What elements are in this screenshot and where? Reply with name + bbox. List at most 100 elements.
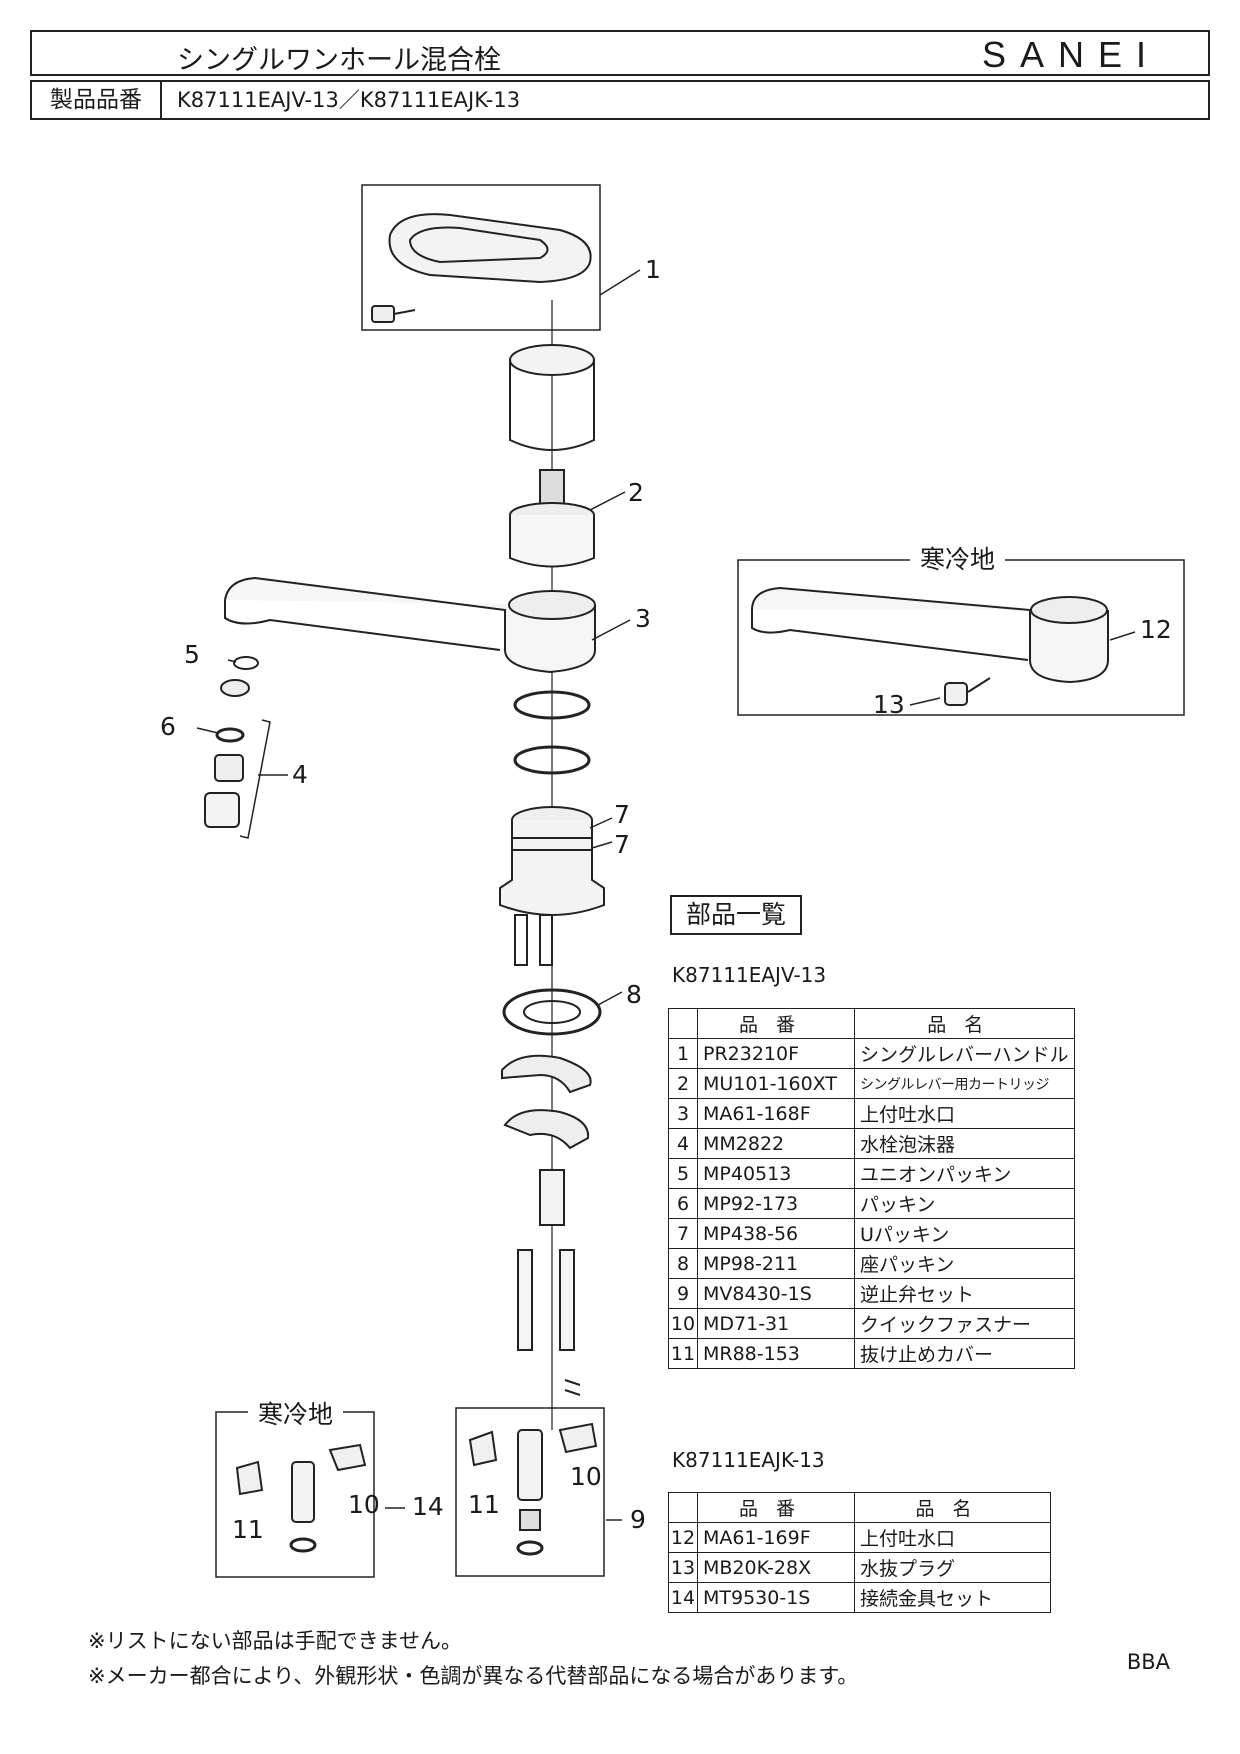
stop-cover-14 bbox=[235, 1460, 264, 1496]
row-no: 6 bbox=[668, 1188, 698, 1219]
hex-nut bbox=[539, 1169, 565, 1226]
row-no: 8 bbox=[668, 1248, 698, 1279]
row-no: 14 bbox=[668, 1582, 698, 1613]
row-code: PR23210F bbox=[697, 1038, 855, 1069]
drain-plug-thread bbox=[967, 677, 991, 693]
row-no: 1 bbox=[668, 1038, 698, 1069]
row-no: 9 bbox=[668, 1278, 698, 1309]
model-1-label: K87111EAJV-13 bbox=[672, 963, 827, 987]
leader-8 bbox=[597, 991, 623, 1006]
leader-2 bbox=[589, 491, 626, 511]
row-name: 水栓泡沫器 bbox=[854, 1128, 1075, 1159]
row-no: 7 bbox=[668, 1218, 698, 1249]
spout-top-ring bbox=[508, 590, 596, 620]
row-code: MM2822 bbox=[697, 1128, 855, 1159]
fastener-9 bbox=[558, 1422, 598, 1454]
product-number-bar: 製品品番 K87111EAJV-13／K87111EAJK-13 bbox=[30, 80, 1210, 120]
valve-body bbox=[499, 820, 605, 916]
callout-4: 4 bbox=[292, 760, 308, 789]
handle-cap-top bbox=[509, 344, 595, 376]
callout-2: 2 bbox=[628, 478, 644, 507]
leader-1 bbox=[599, 269, 641, 296]
hose-a-lower bbox=[517, 1249, 533, 1351]
handle-screw bbox=[371, 305, 395, 323]
row-name: 座パッキン bbox=[854, 1248, 1075, 1279]
row-name: 上付吐水口 bbox=[854, 1098, 1075, 1129]
note-1: ※リストにない部品は手配できません。 bbox=[88, 1629, 462, 1653]
washer-9 bbox=[516, 1540, 544, 1556]
spout-12-ring bbox=[1030, 596, 1108, 624]
row-name: シングルレバーハンドル bbox=[854, 1038, 1075, 1069]
row-code: MR88-153 bbox=[697, 1338, 855, 1369]
connector-14 bbox=[291, 1461, 315, 1523]
parts-list-title: 部品一覧 bbox=[670, 895, 802, 935]
row-name: 接続金具セット bbox=[854, 1582, 1051, 1613]
row-code: MU101-160XT bbox=[697, 1068, 855, 1099]
handle-lever-inner bbox=[408, 226, 549, 264]
row-code: MT9530-1S bbox=[697, 1582, 855, 1613]
leader-6 bbox=[196, 727, 219, 734]
spout-12-body bbox=[751, 586, 1109, 684]
handle-screw-thread bbox=[393, 309, 416, 315]
row-code: MB20K-28X bbox=[697, 1552, 855, 1583]
leader-5 bbox=[227, 659, 237, 663]
leader-3 bbox=[591, 619, 631, 641]
product-number-value: K87111EAJV-13／K87111EAJK-13 bbox=[177, 88, 521, 112]
cold-region-label-left: 寒冷地 bbox=[248, 1395, 344, 1431]
check-valve bbox=[519, 1509, 541, 1531]
horseshoe-plate bbox=[503, 1109, 590, 1150]
title-bar: シングルワンホール混合栓 SANEI bbox=[30, 30, 1210, 76]
ring-upper bbox=[513, 690, 591, 720]
row-code: MP438-56 bbox=[697, 1218, 855, 1249]
row-name: クイックファスナー bbox=[854, 1308, 1075, 1339]
callout-5: 5 bbox=[184, 640, 200, 669]
row-name: 水抜プラグ bbox=[854, 1552, 1051, 1583]
callout-3: 3 bbox=[635, 604, 651, 633]
document-title: シングルワンホール混合栓 bbox=[177, 45, 501, 76]
cartridge-stem bbox=[539, 469, 565, 507]
hose-b-lower bbox=[559, 1249, 575, 1351]
row-no: 3 bbox=[668, 1098, 698, 1129]
callout-8: 8 bbox=[626, 980, 642, 1009]
washer-14 bbox=[289, 1537, 317, 1553]
row-name: パッキン bbox=[854, 1188, 1075, 1219]
handle-cap-body bbox=[509, 360, 595, 451]
row-no: 5 bbox=[668, 1158, 698, 1189]
seat-packing-outer bbox=[502, 988, 602, 1036]
row-code: MA61-169F bbox=[697, 1522, 855, 1553]
fastener-14 bbox=[328, 1443, 367, 1472]
row-code: MP40513 bbox=[697, 1158, 855, 1189]
callout-10-check: 10 bbox=[570, 1462, 602, 1491]
row-no: 13 bbox=[668, 1552, 698, 1583]
spout-body bbox=[224, 576, 596, 674]
row-code: MP92-173 bbox=[697, 1188, 855, 1219]
handle-lever bbox=[388, 213, 592, 284]
handle-box bbox=[361, 184, 601, 331]
brand-logo: SANEI bbox=[981, 34, 1160, 75]
break-mark-2 bbox=[564, 1389, 581, 1396]
spout-arm bbox=[224, 600, 501, 651]
callout-9: 9 bbox=[630, 1505, 646, 1534]
row-name: シングルレバー用カートリッジ bbox=[854, 1068, 1075, 1099]
table-header-row: 品番 品名 bbox=[668, 1008, 1075, 1039]
row-no: 11 bbox=[668, 1338, 698, 1369]
product-number-label: 製品品番 bbox=[32, 82, 162, 118]
callout-13: 13 bbox=[873, 690, 905, 719]
stop-cover-9 bbox=[468, 1430, 498, 1467]
bracket-4 bbox=[239, 719, 271, 839]
row-no: 4 bbox=[668, 1128, 698, 1159]
ring-lower bbox=[513, 745, 591, 775]
note-2: ※メーカー都合により、外観形状・色調が異なる代替部品になる場合があります。 bbox=[88, 1664, 859, 1688]
